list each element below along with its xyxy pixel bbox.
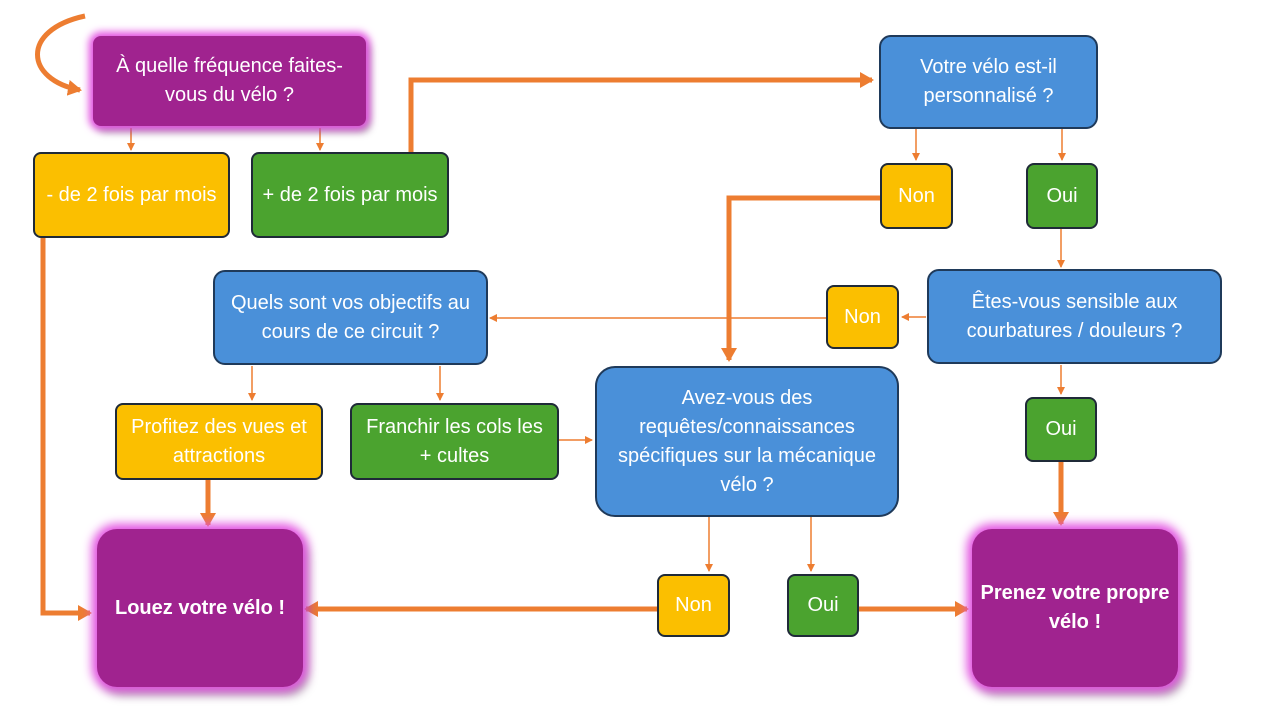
node-sensitive-yes: Oui — [1025, 397, 1097, 462]
node-cols: Franchir les cols les + cultes — [350, 403, 559, 480]
node-sensitive-label: Êtes-vous sensible aux courbatures / dou… — [966, 290, 1183, 342]
node-views-label: Profitez des vues et attractions — [131, 415, 307, 467]
node-mech-yes: Oui — [787, 574, 859, 637]
node-custom: Votre vélo est-il personnalisé ? — [879, 35, 1098, 129]
node-custom-no: Non — [880, 163, 953, 229]
node-sensitive-yes-label: Oui — [1045, 418, 1077, 440]
node-custom-label: Votre vélo est-il personnalisé ? — [920, 56, 1057, 107]
node-mech-no-label: Non — [675, 594, 712, 616]
node-more2-label: + de 2 fois par mois — [262, 183, 438, 206]
node-custom-yes: Oui — [1026, 163, 1098, 229]
node-custom-yes-label: Oui — [1046, 184, 1078, 207]
node-mechanics-label: Avez-vous des requêtes/connaissances spé… — [618, 386, 876, 496]
arrow-more2-custom — [408, 72, 874, 152]
node-own: Prenez votre propre vélo ! — [972, 529, 1178, 687]
node-cols-label: Franchir les cols les + cultes — [366, 415, 543, 467]
arrow-less2-rent — [40, 238, 92, 621]
node-start-label: À quelle fréquence faites-vous du vélo ? — [116, 55, 343, 106]
node-less2: - de 2 fois par mois — [33, 152, 230, 238]
arrow-customno-mechanics — [721, 195, 880, 362]
node-rent: Louez votre vélo ! — [97, 529, 303, 687]
node-mechanics: Avez-vous des requêtes/connaissances spé… — [595, 366, 899, 517]
node-views: Profitez des vues et attractions — [115, 403, 323, 480]
node-mech-yes-label: Oui — [807, 594, 839, 616]
node-own-label: Prenez votre propre vélo ! — [980, 582, 1170, 633]
node-sensitive: Êtes-vous sensible aux courbatures / dou… — [927, 269, 1222, 364]
node-sensitive-no: Non — [826, 285, 899, 349]
node-less2-label: - de 2 fois par mois — [46, 183, 217, 206]
node-start: À quelle fréquence faites-vous du vélo ? — [93, 36, 366, 126]
node-mech-no: Non — [657, 574, 730, 637]
node-custom-no-label: Non — [898, 184, 935, 207]
node-more2: + de 2 fois par mois — [251, 152, 449, 238]
node-goals-label: Quels sont vos objectifs au cours de ce … — [230, 291, 470, 343]
node-goals: Quels sont vos objectifs au cours de ce … — [213, 270, 488, 365]
start-loop-arrow — [35, 13, 86, 96]
node-rent-label: Louez votre vélo ! — [114, 596, 286, 619]
node-sensitive-no-label: Non — [844, 305, 881, 328]
